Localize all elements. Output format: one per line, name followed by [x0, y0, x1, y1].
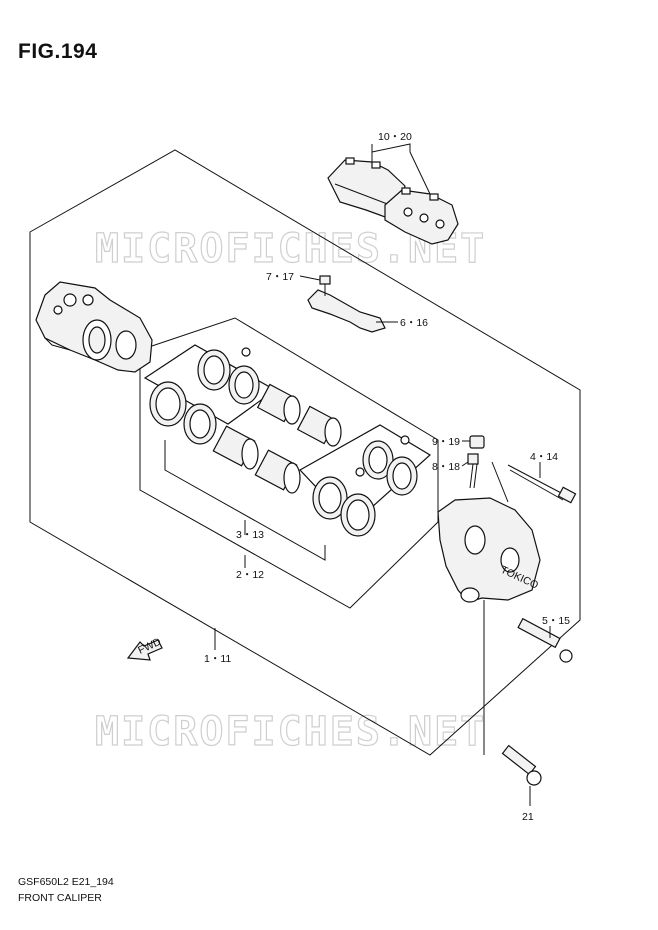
piston-4	[254, 449, 301, 494]
callout-pad-spring: 6・16	[400, 317, 428, 329]
figure-name: FRONT CALIPER	[18, 892, 102, 904]
piston-1	[256, 383, 301, 425]
callout-screw: 7・17	[266, 271, 294, 283]
seal-plate-left	[143, 344, 277, 445]
brake-pad-pair	[327, 157, 459, 245]
piston-set	[212, 383, 342, 494]
caliper-outer-half	[35, 281, 153, 373]
caliper-bolt-upper	[517, 617, 573, 663]
callout-seal-kit: 2・12	[236, 569, 264, 581]
model-code: GSF650L2 E21_194	[18, 876, 114, 888]
callout-bolt-upper: 5・15	[542, 615, 570, 627]
piston-3	[212, 425, 259, 470]
seal-plate-right	[299, 424, 432, 537]
callout-pads: 10・20	[378, 131, 412, 143]
pad-spring	[307, 289, 386, 333]
watermark-lower: MICROFICHES.NET	[95, 709, 486, 755]
leader-lines	[214, 143, 551, 806]
piston-2	[296, 405, 342, 447]
caliper-inner-half: TOKICO	[437, 497, 541, 603]
caliper-bolt-lower	[501, 744, 542, 786]
slide-pin	[507, 464, 577, 504]
piston-group-bracket	[164, 440, 326, 561]
callout-cap: 9・19	[432, 436, 460, 448]
callout-caliper-assy: 1・11	[204, 653, 231, 665]
seal-kit-boundary	[139, 317, 439, 609]
bleeder-cap	[469, 435, 485, 449]
figure-title: FIG.194	[18, 40, 98, 63]
callout-piston: 3・13	[236, 529, 264, 541]
callout-bleeder: 8・18	[432, 461, 460, 473]
callout-bolt-lower: 21	[522, 811, 534, 823]
callout-pin: 4・14	[530, 451, 558, 463]
forward-arrow-icon: FWD	[126, 636, 163, 661]
bleeder-valve	[467, 453, 479, 489]
assembly-boundary	[29, 149, 581, 756]
brake-pad-rear	[384, 187, 459, 245]
